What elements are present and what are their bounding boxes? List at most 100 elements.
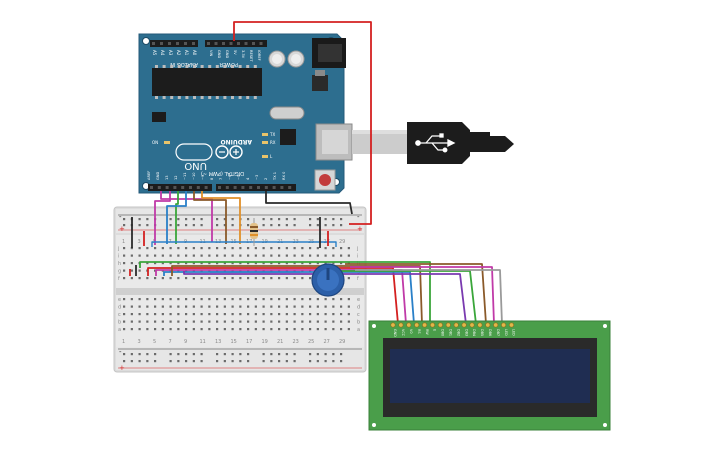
column-number: 25 xyxy=(308,339,314,345)
lcd-pin xyxy=(508,322,514,328)
power-pin-label: GND xyxy=(217,50,221,58)
analog-pin-label-a2: A2 xyxy=(176,50,181,56)
lcd-pin xyxy=(453,322,459,328)
digital-pin-label: 7 xyxy=(219,178,223,180)
row-letter: d xyxy=(357,305,360,311)
column-number: 3 xyxy=(138,339,141,345)
lcd-pin-label: GND xyxy=(393,329,397,337)
analog-pin-label-a5: A5 xyxy=(152,50,157,56)
lcd-pin-label: DB4 xyxy=(472,329,476,336)
column-number: 27 xyxy=(324,339,330,345)
row-letter: g xyxy=(118,269,121,275)
wire-lcd-8 xyxy=(345,263,487,325)
lcd-pin xyxy=(461,322,467,328)
row-letter: i xyxy=(357,254,358,260)
lcd-screen xyxy=(390,349,590,403)
rail-plus-label-top: + xyxy=(119,225,125,233)
on-led xyxy=(164,141,170,144)
digital-pin-label: 12 xyxy=(174,175,178,180)
wire-lcd-10 xyxy=(355,269,503,325)
lcd-pin xyxy=(390,322,396,328)
voltage-regulator xyxy=(312,75,328,91)
power-pin-label: 5V xyxy=(233,50,237,55)
lcd-pin-label: DB5 xyxy=(480,329,484,336)
rail-minus-label-top-right: - xyxy=(357,213,360,221)
uno-badge xyxy=(175,143,213,161)
power-pin-label: 3.3V xyxy=(241,50,245,59)
lcd-pin xyxy=(429,322,435,328)
digital-pin-label: ~11 xyxy=(183,172,187,180)
wire-lcd-1 xyxy=(139,261,431,324)
potentiometer[interactable] xyxy=(311,263,345,297)
digital-pin-label: ~5 xyxy=(237,175,241,180)
rail-plus-label-bottom: + xyxy=(119,364,125,372)
digital-pin-label: TX 1 xyxy=(273,172,277,181)
wire-rail-blue xyxy=(151,241,337,247)
lcd-pin-label: VCC xyxy=(401,329,405,337)
digital-pin-label: ~3 xyxy=(255,175,259,180)
digital-pin-label: GND xyxy=(156,172,160,180)
crystal xyxy=(269,106,305,120)
row-letter: b xyxy=(357,320,360,326)
lcd-pin-label: DB3 xyxy=(464,329,468,336)
column-number: 13 xyxy=(215,339,221,345)
analog-header xyxy=(150,40,198,47)
wire-d7 xyxy=(201,191,241,244)
row-letter: c xyxy=(357,312,360,318)
column-number: 29 xyxy=(339,239,345,245)
lcd-pin-label: V0 xyxy=(409,329,413,333)
lcd-pin-label: DB1 xyxy=(449,329,453,336)
power-label: POWER xyxy=(219,61,238,67)
power-pin-label: RESET xyxy=(249,50,253,62)
lcd-pin-label: RW xyxy=(425,329,429,335)
wire-gnd xyxy=(265,191,353,215)
column-number: 21 xyxy=(277,339,283,345)
lcd-pin-label: DB2 xyxy=(456,329,460,336)
analog-pin-label-a0: A0 xyxy=(192,50,197,56)
row-letter: a xyxy=(118,327,121,333)
row-letter: a xyxy=(357,327,360,333)
column-number: 5 xyxy=(153,339,156,345)
atmega-chip xyxy=(152,68,262,96)
lcd-pin xyxy=(485,322,491,328)
lcd-pin-label: DB0 xyxy=(441,329,445,336)
lcd-pin-label: DB7 xyxy=(496,329,500,336)
l-led xyxy=(262,155,268,158)
digital-header-high xyxy=(216,184,296,191)
lcd-pin xyxy=(437,322,443,328)
lcd-pin-label: LED xyxy=(504,329,508,336)
lcd-pin xyxy=(477,322,483,328)
analog-pin-label-a4: A4 xyxy=(160,50,165,56)
row-letter: f xyxy=(357,276,359,282)
power-pin-label: GND xyxy=(225,50,229,58)
rx-label: RX xyxy=(270,140,276,145)
uno-label: UNO xyxy=(184,160,207,171)
column-number: 19 xyxy=(262,339,268,345)
column-number: 29 xyxy=(339,339,345,345)
wire-d11 xyxy=(154,191,171,245)
wire-d10 xyxy=(175,191,179,244)
digital-pin-label: RX 0 xyxy=(282,171,286,180)
icsp-header xyxy=(152,112,166,122)
analog-in-label: ANALOG IN xyxy=(170,61,198,67)
power-header xyxy=(205,40,267,47)
column-number: 9 xyxy=(184,339,187,345)
wire-lcd-7 xyxy=(340,270,477,325)
rail-plus-label-top-right: + xyxy=(357,225,363,233)
column-number: 15 xyxy=(231,339,237,345)
lcd-pin xyxy=(414,322,420,328)
digital-pin-label: ~9 xyxy=(201,174,205,180)
row-letter: d xyxy=(118,305,121,311)
usb-symbol-icon xyxy=(415,133,456,153)
on-label: ON xyxy=(152,140,158,145)
row-letter: h xyxy=(118,261,121,267)
row-letter: i xyxy=(118,254,119,260)
digital-pwm-label: DIGITAL (PWM ~) xyxy=(201,170,244,176)
digital-pin-label: 4 xyxy=(246,177,250,180)
column-number: 11 xyxy=(200,339,206,345)
digital-pin-label: 8 xyxy=(210,177,214,180)
